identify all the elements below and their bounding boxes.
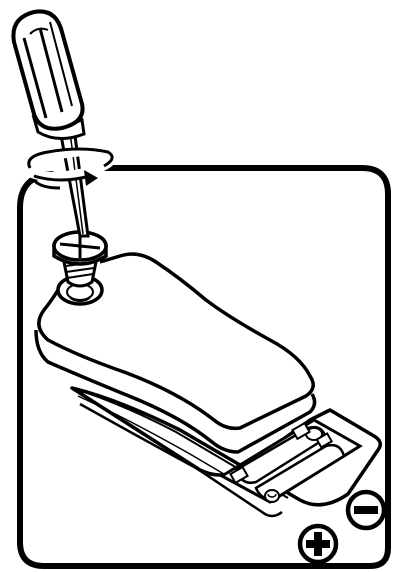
plus-circle-icon	[297, 523, 339, 565]
illustration-frame	[17, 165, 391, 569]
rotate-counterclockwise-icon	[23, 147, 117, 190]
battery-compartment	[218, 418, 363, 504]
minus-circle-icon	[345, 489, 387, 531]
battery-2	[254, 443, 346, 503]
screwdriver-icon	[11, 9, 90, 238]
